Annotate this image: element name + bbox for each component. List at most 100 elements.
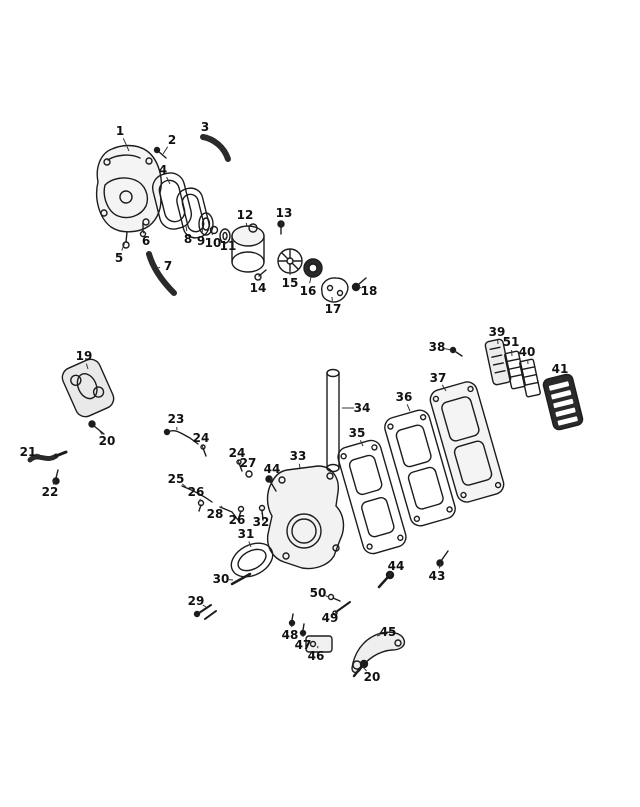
intake-manifold-assembly — [27, 338, 584, 678]
part-callout-number: 23 — [168, 412, 185, 426]
callout-leader-line — [162, 146, 169, 155]
callout-leader-line — [438, 562, 442, 569]
part-callout-number: 31 — [238, 527, 255, 541]
part-callout-number: 24 — [229, 446, 246, 460]
mount-plate-part — [320, 277, 349, 303]
part-callout-number: 14 — [250, 281, 267, 295]
part-callout-number: 13 — [276, 206, 293, 220]
screw-part — [122, 222, 147, 249]
screw-part — [153, 146, 167, 159]
callout-leader-line — [199, 498, 202, 502]
part-callout-number: 19 — [76, 349, 93, 363]
callout-leader-line — [259, 275, 262, 281]
callout-leader-line — [280, 220, 283, 227]
callout-leader-line — [85, 363, 89, 370]
callout-leader-line — [219, 505, 223, 509]
gasket-part — [151, 172, 193, 230]
part-callout-number: 28 — [207, 507, 224, 521]
part-callout-number: 41 — [552, 362, 569, 376]
diaphragm-part — [198, 212, 231, 244]
part-callout-number: 36 — [396, 390, 413, 404]
callout-leader-line — [309, 276, 312, 284]
grommet-part — [303, 258, 323, 278]
pump-body-part — [231, 223, 265, 273]
part-callout-number: 17 — [325, 302, 342, 316]
callout-leader-line — [376, 634, 381, 637]
callout-leader-line — [406, 404, 411, 412]
part-callout-number: 20 — [99, 434, 116, 448]
part-callout-number: 12 — [237, 208, 254, 222]
part-callout-number: 7 — [164, 259, 172, 273]
part-callout-number: 26 — [229, 513, 246, 527]
gasket-part — [337, 439, 407, 555]
callout-leader-line — [142, 230, 145, 234]
part-callout-number: 30 — [213, 572, 230, 586]
bracket-part — [305, 635, 333, 653]
callout-leader-line — [245, 222, 248, 228]
callout-leader-line — [359, 440, 364, 447]
callout-leader-line — [166, 176, 171, 185]
part-callout-number: 48 — [282, 628, 299, 642]
part-callout-number: 47 — [295, 638, 312, 652]
part-callout-number: 10 — [205, 236, 222, 250]
stud-part — [193, 572, 252, 620]
part-callout-number: 21 — [20, 445, 37, 459]
callout-leader-line — [122, 138, 130, 152]
part-callout-number: 20 — [364, 670, 381, 684]
part-callout-number: 32 — [253, 515, 270, 529]
fuel-pump-assembly — [95, 134, 367, 303]
part-callout-number: 2 — [168, 133, 176, 147]
callout-leader-line — [52, 479, 56, 485]
callout-leader-line — [237, 460, 240, 465]
part-callout-number: 49 — [322, 611, 339, 625]
needle-spring-part — [288, 593, 351, 637]
part-callout-number: 51 — [503, 335, 520, 349]
part-callout-number: 18 — [361, 284, 378, 298]
part-callout-number: 24 — [193, 431, 210, 445]
part-callout-number: 26 — [188, 485, 205, 499]
callout-leader-line — [201, 445, 204, 450]
gasket-part — [176, 187, 210, 239]
callout-leader-line — [202, 604, 207, 608]
adapter-plate-part — [429, 381, 505, 503]
callout-leader-line — [206, 134, 210, 143]
callout-leader-line — [185, 225, 188, 232]
part-callout-number: 25 — [168, 472, 185, 486]
part-callout-number: 16 — [300, 284, 317, 298]
callout-leader-line — [156, 266, 161, 269]
part-callout-number: 33 — [290, 449, 307, 463]
callout-leader-line — [248, 541, 252, 548]
callout-leader-line — [201, 226, 204, 234]
part-callout-number: 46 — [308, 649, 325, 663]
callout-leader-line — [35, 453, 41, 456]
callout-leader-line — [358, 286, 362, 289]
part-callout-number: 29 — [188, 594, 205, 608]
hose-part — [200, 134, 231, 162]
part-callout-number: 44 — [388, 559, 405, 573]
callout-leader-line — [121, 241, 126, 251]
part-callout-number: 44 — [264, 462, 281, 476]
part-callout-number: 4 — [159, 163, 167, 177]
part-callout-number: 45 — [380, 625, 397, 639]
part-callout-number: 34 — [354, 401, 371, 415]
gasket-part — [384, 409, 456, 527]
part-callout-number: 27 — [240, 456, 257, 470]
part-callout-number: 6 — [142, 234, 150, 248]
callout-leader-line — [98, 429, 103, 435]
callout-leader-line — [441, 384, 447, 392]
reed-part — [519, 358, 541, 398]
part-callout-number: 9 — [197, 234, 205, 248]
part-callout-number: 50 — [310, 586, 327, 600]
part-callout-number: 35 — [349, 426, 366, 440]
callout-leader-line — [335, 610, 338, 613]
reed-plate-part — [484, 338, 512, 386]
part-callout-number: 1 — [116, 124, 124, 138]
part-callout-number: 40 — [519, 345, 536, 359]
callout-leader-line — [239, 510, 242, 513]
part-callout-number: 39 — [489, 325, 506, 339]
callout-leader-line — [444, 348, 452, 351]
screw-part — [351, 277, 367, 292]
part-callout-number: 38 — [429, 340, 446, 354]
